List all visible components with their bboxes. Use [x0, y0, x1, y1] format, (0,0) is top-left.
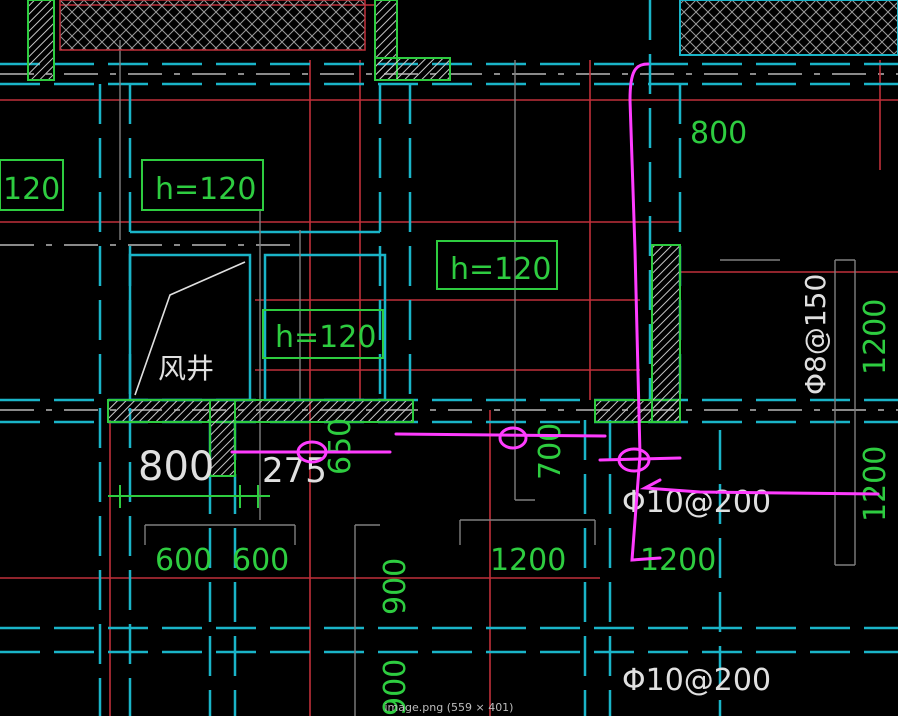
dimension-labels: 800 800 275 650 700 600 600 1200 1200 12…: [138, 116, 893, 716]
dim-600-a: 600: [155, 543, 212, 578]
dim-700: 700: [533, 423, 568, 480]
label-h1: h=120: [155, 172, 256, 207]
slab-thickness-labels: 120 h=120 h=120 h=120: [0, 159, 558, 359]
walls-top: [27, 0, 898, 81]
rebar-labels: Φ8@150 Φ10@200 Φ10@200 风井: [158, 274, 832, 698]
dim-900-b: 900: [378, 659, 413, 716]
dim-800-white: 800: [138, 444, 214, 490]
dim-900-a: 900: [378, 558, 413, 615]
label-h2: h=120: [450, 252, 551, 287]
label-h-partial: 120: [3, 172, 60, 207]
label-h3: h=120: [275, 320, 376, 355]
dim-800-top: 800: [690, 116, 747, 151]
dim-1200-b: 1200: [640, 543, 716, 578]
dim-650: 650: [323, 418, 358, 475]
rebar-8-150: Φ8@150: [799, 274, 832, 395]
dim-600-b: 600: [232, 543, 289, 578]
image-caption: image.png (559 × 401): [384, 701, 514, 714]
dim-1200-right2: 1200: [858, 446, 893, 522]
green-dim-line: [108, 485, 270, 508]
shaft-walls: [107, 244, 681, 477]
grey-lines: [119, 40, 856, 716]
dim-275: 275: [262, 451, 327, 491]
dim-1200-right1: 1200: [858, 299, 893, 375]
dim-1200-a: 1200: [490, 543, 566, 578]
shaft-label: 风井: [158, 352, 214, 385]
rebar-10-200-b: Φ10@200: [622, 663, 771, 698]
markup-annotations: [230, 62, 880, 562]
